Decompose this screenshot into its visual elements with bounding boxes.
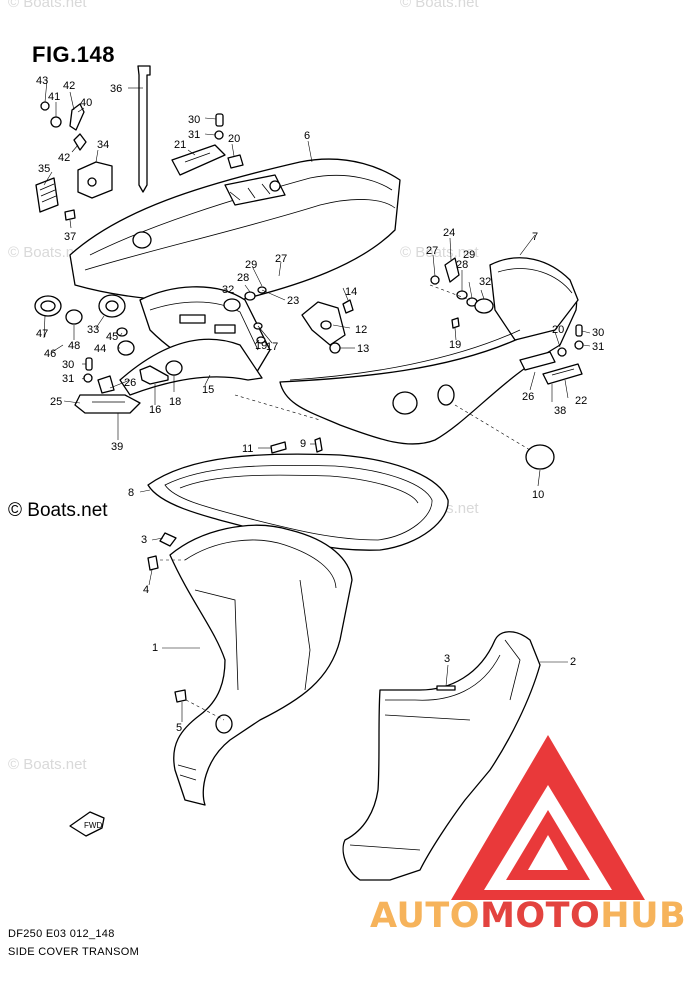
part-number-labels: 43 41 42 40 42 34 35 37 36 30 31 20 21 6… bbox=[36, 75, 604, 734]
part-label: 5 bbox=[176, 722, 182, 734]
part-label: 2 bbox=[570, 656, 576, 668]
part-label: 31 bbox=[592, 341, 604, 353]
side-cover-upper-right bbox=[279, 257, 584, 445]
part-label: 21 bbox=[174, 139, 186, 151]
part-label: 7 bbox=[532, 231, 538, 243]
logo-word-hub: HUB bbox=[600, 896, 687, 936]
lock-lever-left bbox=[74, 357, 183, 414]
part-label: 32 bbox=[222, 284, 234, 296]
figure-title: FIG.148 bbox=[32, 42, 115, 67]
figure-code: DF250 E03 012_148 bbox=[8, 928, 115, 940]
part-label: 25 bbox=[50, 396, 62, 408]
part-label: 1 bbox=[152, 642, 158, 654]
part-label: 19 bbox=[255, 340, 267, 352]
part-label: 42 bbox=[63, 80, 75, 92]
automotohub-triangle-logo bbox=[451, 735, 645, 900]
forward-arrow-icon: FWD bbox=[69, 811, 105, 837]
bolt bbox=[174, 689, 187, 703]
alignment-lines bbox=[160, 284, 531, 721]
watermark: © Boats.net bbox=[400, 0, 479, 11]
clip bbox=[159, 532, 177, 547]
upper-cover-bracket bbox=[69, 158, 401, 302]
part-label: 19 bbox=[449, 339, 461, 351]
part-label: 46 bbox=[44, 348, 56, 360]
logo-word-moto: MOTO bbox=[480, 896, 601, 936]
part-label: 17 bbox=[266, 341, 278, 353]
part-label: 8 bbox=[128, 487, 134, 499]
part-label: 23 bbox=[287, 295, 299, 307]
part-label: 26 bbox=[124, 377, 136, 389]
part-label: 41 bbox=[48, 91, 60, 103]
part-label: 27 bbox=[275, 253, 287, 265]
part-label: 18 bbox=[169, 396, 181, 408]
part-label: 39 bbox=[111, 441, 123, 453]
part-label: 26 bbox=[522, 391, 534, 403]
watermark-dark: © Boats.net bbox=[8, 500, 108, 521]
part-label: 47 bbox=[36, 328, 48, 340]
part-label: 4 bbox=[143, 584, 149, 596]
logo-word-auto: AUTO bbox=[370, 896, 481, 936]
automotohub-logo-text: AUTOMOTOHUB bbox=[370, 896, 686, 936]
svg-text:FWD: FWD bbox=[84, 821, 102, 830]
part-label: 12 bbox=[355, 324, 367, 336]
screw bbox=[314, 437, 323, 453]
figure-caption: SIDE COVER TRANSOM bbox=[8, 946, 140, 958]
part-label: 22 bbox=[575, 395, 587, 407]
part-label: 40 bbox=[80, 97, 92, 109]
part-label: 28 bbox=[456, 259, 468, 271]
part-label: 3 bbox=[141, 534, 147, 546]
part-label: 28 bbox=[237, 272, 249, 284]
part-label: 27 bbox=[426, 245, 438, 257]
bolt bbox=[147, 555, 159, 571]
part-label: 44 bbox=[94, 343, 106, 355]
part-label: 42 bbox=[58, 152, 70, 164]
part-label: 10 bbox=[532, 489, 544, 501]
clip-assembly bbox=[35, 101, 113, 221]
part-label: 20 bbox=[228, 133, 240, 145]
part-label: 37 bbox=[64, 231, 76, 243]
part-label: 14 bbox=[345, 286, 357, 298]
part-label: 30 bbox=[188, 114, 200, 126]
part-label: 16 bbox=[149, 404, 161, 416]
watermark: © Boats.net bbox=[8, 244, 87, 261]
watermark: © Boats.net bbox=[400, 244, 479, 261]
stay-rod bbox=[137, 65, 151, 193]
watermark: © Boats.net bbox=[8, 756, 87, 773]
screw bbox=[270, 441, 287, 454]
part-label: 11 bbox=[242, 443, 253, 455]
part-label: 15 bbox=[202, 384, 214, 396]
part-label: 43 bbox=[36, 75, 48, 87]
part-label: 24 bbox=[443, 227, 455, 239]
part-label: 31 bbox=[188, 129, 200, 141]
grommets bbox=[34, 286, 267, 356]
hinge-bracket bbox=[301, 299, 354, 354]
part-label: 29 bbox=[463, 249, 475, 261]
part-label: 30 bbox=[592, 327, 604, 339]
part-label: 3 bbox=[444, 653, 450, 665]
watermark: © Boats.net bbox=[8, 0, 87, 11]
leader-lines bbox=[43, 79, 591, 722]
part-label: 35 bbox=[38, 163, 50, 175]
part-label: 38 bbox=[554, 405, 566, 417]
part-label: 45 bbox=[106, 331, 118, 343]
part-label: 33 bbox=[87, 324, 99, 336]
side-cover-lower-right bbox=[342, 631, 541, 881]
side-cover-lower-left bbox=[169, 524, 353, 806]
part-label: 9 bbox=[300, 438, 306, 450]
part-label: 34 bbox=[97, 139, 109, 151]
upper-fasteners bbox=[171, 113, 244, 176]
part-label: 30 bbox=[62, 359, 74, 371]
rubber-plug bbox=[525, 444, 555, 470]
part-label: 31 bbox=[62, 373, 74, 385]
part-label: 13 bbox=[357, 343, 369, 355]
part-label: 48 bbox=[68, 340, 80, 352]
part-label: 6 bbox=[304, 130, 310, 142]
part-label: 32 bbox=[479, 276, 491, 288]
part-label: 20 bbox=[552, 324, 564, 336]
part-label: 36 bbox=[110, 83, 122, 95]
part-label: 29 bbox=[245, 259, 257, 271]
